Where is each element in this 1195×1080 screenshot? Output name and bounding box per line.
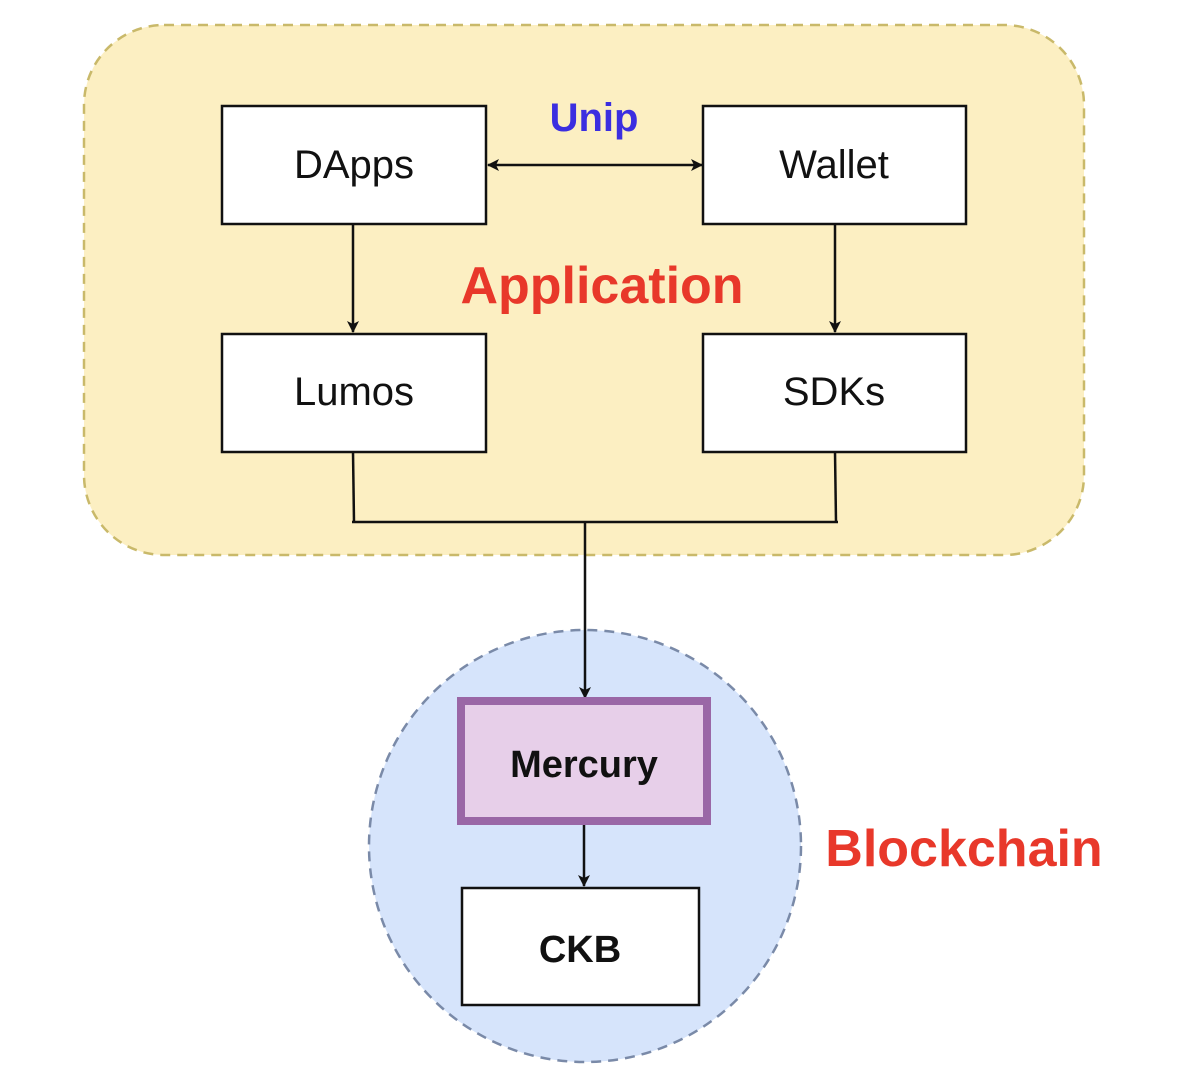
node-ckb-label: CKB bbox=[539, 929, 621, 971]
node-dapps: DApps bbox=[220, 104, 488, 226]
node-sdks-label: SDKs bbox=[783, 370, 885, 414]
group-label-blockchain: Blockchain bbox=[825, 820, 1102, 878]
group-label-application: Application bbox=[460, 257, 743, 315]
node-wallet: Wallet bbox=[701, 104, 968, 226]
node-mercury: Mercury bbox=[457, 697, 711, 825]
node-sdks: SDKs bbox=[701, 332, 968, 454]
edge-lumos-bus bbox=[351, 451, 356, 523]
node-mercury-label: Mercury bbox=[510, 744, 658, 786]
edge-sdks-bus bbox=[833, 451, 838, 523]
node-ckb: CKB bbox=[460, 886, 701, 1007]
node-lumos: Lumos bbox=[220, 332, 488, 454]
edge-label-unip: Unip bbox=[550, 96, 639, 140]
node-lumos-label: Lumos bbox=[294, 370, 414, 414]
node-wallet-label: Wallet bbox=[779, 143, 889, 187]
node-dapps-label: DApps bbox=[294, 143, 414, 187]
